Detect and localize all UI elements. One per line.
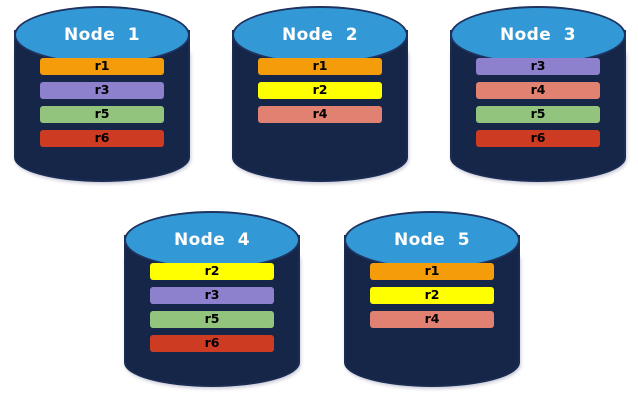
node-label: Node 4 — [173, 230, 251, 250]
cylinder-top-ellipse — [124, 211, 300, 269]
replica-bar[interactable]: r5 — [476, 106, 600, 123]
database-node-cylinder[interactable]: Node 1 r1 r3 r5 r6 — [14, 6, 190, 186]
replica-list: r3 r4 r5 r6 — [450, 58, 626, 147]
database-node-cylinder[interactable]: Node 2 r1 r2 r4 — [232, 6, 408, 186]
replica-bar[interactable]: r1 — [370, 263, 494, 280]
replica-bar[interactable]: r6 — [476, 130, 600, 147]
replica-bar[interactable]: r3 — [150, 287, 274, 304]
replica-bar[interactable]: r2 — [150, 263, 274, 280]
replica-bar[interactable]: r4 — [370, 311, 494, 328]
replica-bar[interactable]: r2 — [258, 82, 382, 99]
cylinder-top-ellipse — [14, 6, 190, 64]
replica-bar[interactable]: r6 — [150, 335, 274, 352]
replica-list: r2 r3 r5 r6 — [124, 263, 300, 352]
node-label: Node 3 — [499, 25, 577, 45]
replica-bar[interactable]: r3 — [40, 82, 164, 99]
database-node-cylinder[interactable]: Node 5 r1 r2 r4 — [344, 211, 520, 391]
node-label: Node 2 — [281, 25, 359, 45]
replica-bar[interactable]: r4 — [258, 106, 382, 123]
replica-list: r1 r3 r5 r6 — [14, 58, 190, 147]
node-label: Node 1 — [63, 25, 141, 45]
replica-bar[interactable]: r5 — [40, 106, 164, 123]
database-node-cylinder[interactable]: Node 3 r3 r4 r5 r6 — [450, 6, 626, 186]
replica-bar[interactable]: r5 — [150, 311, 274, 328]
replica-list: r1 r2 r4 — [232, 58, 408, 123]
replica-bar[interactable]: r1 — [40, 58, 164, 75]
replica-bar[interactable]: r1 — [258, 58, 382, 75]
replica-bar[interactable]: r3 — [476, 58, 600, 75]
replica-bar[interactable]: r6 — [40, 130, 164, 147]
replica-bar[interactable]: r2 — [370, 287, 494, 304]
replica-list: r1 r2 r4 — [344, 263, 520, 328]
node-label: Node 5 — [393, 230, 471, 250]
database-node-cylinder[interactable]: Node 4 r2 r3 r5 r6 — [124, 211, 300, 391]
replica-bar[interactable]: r4 — [476, 82, 600, 99]
